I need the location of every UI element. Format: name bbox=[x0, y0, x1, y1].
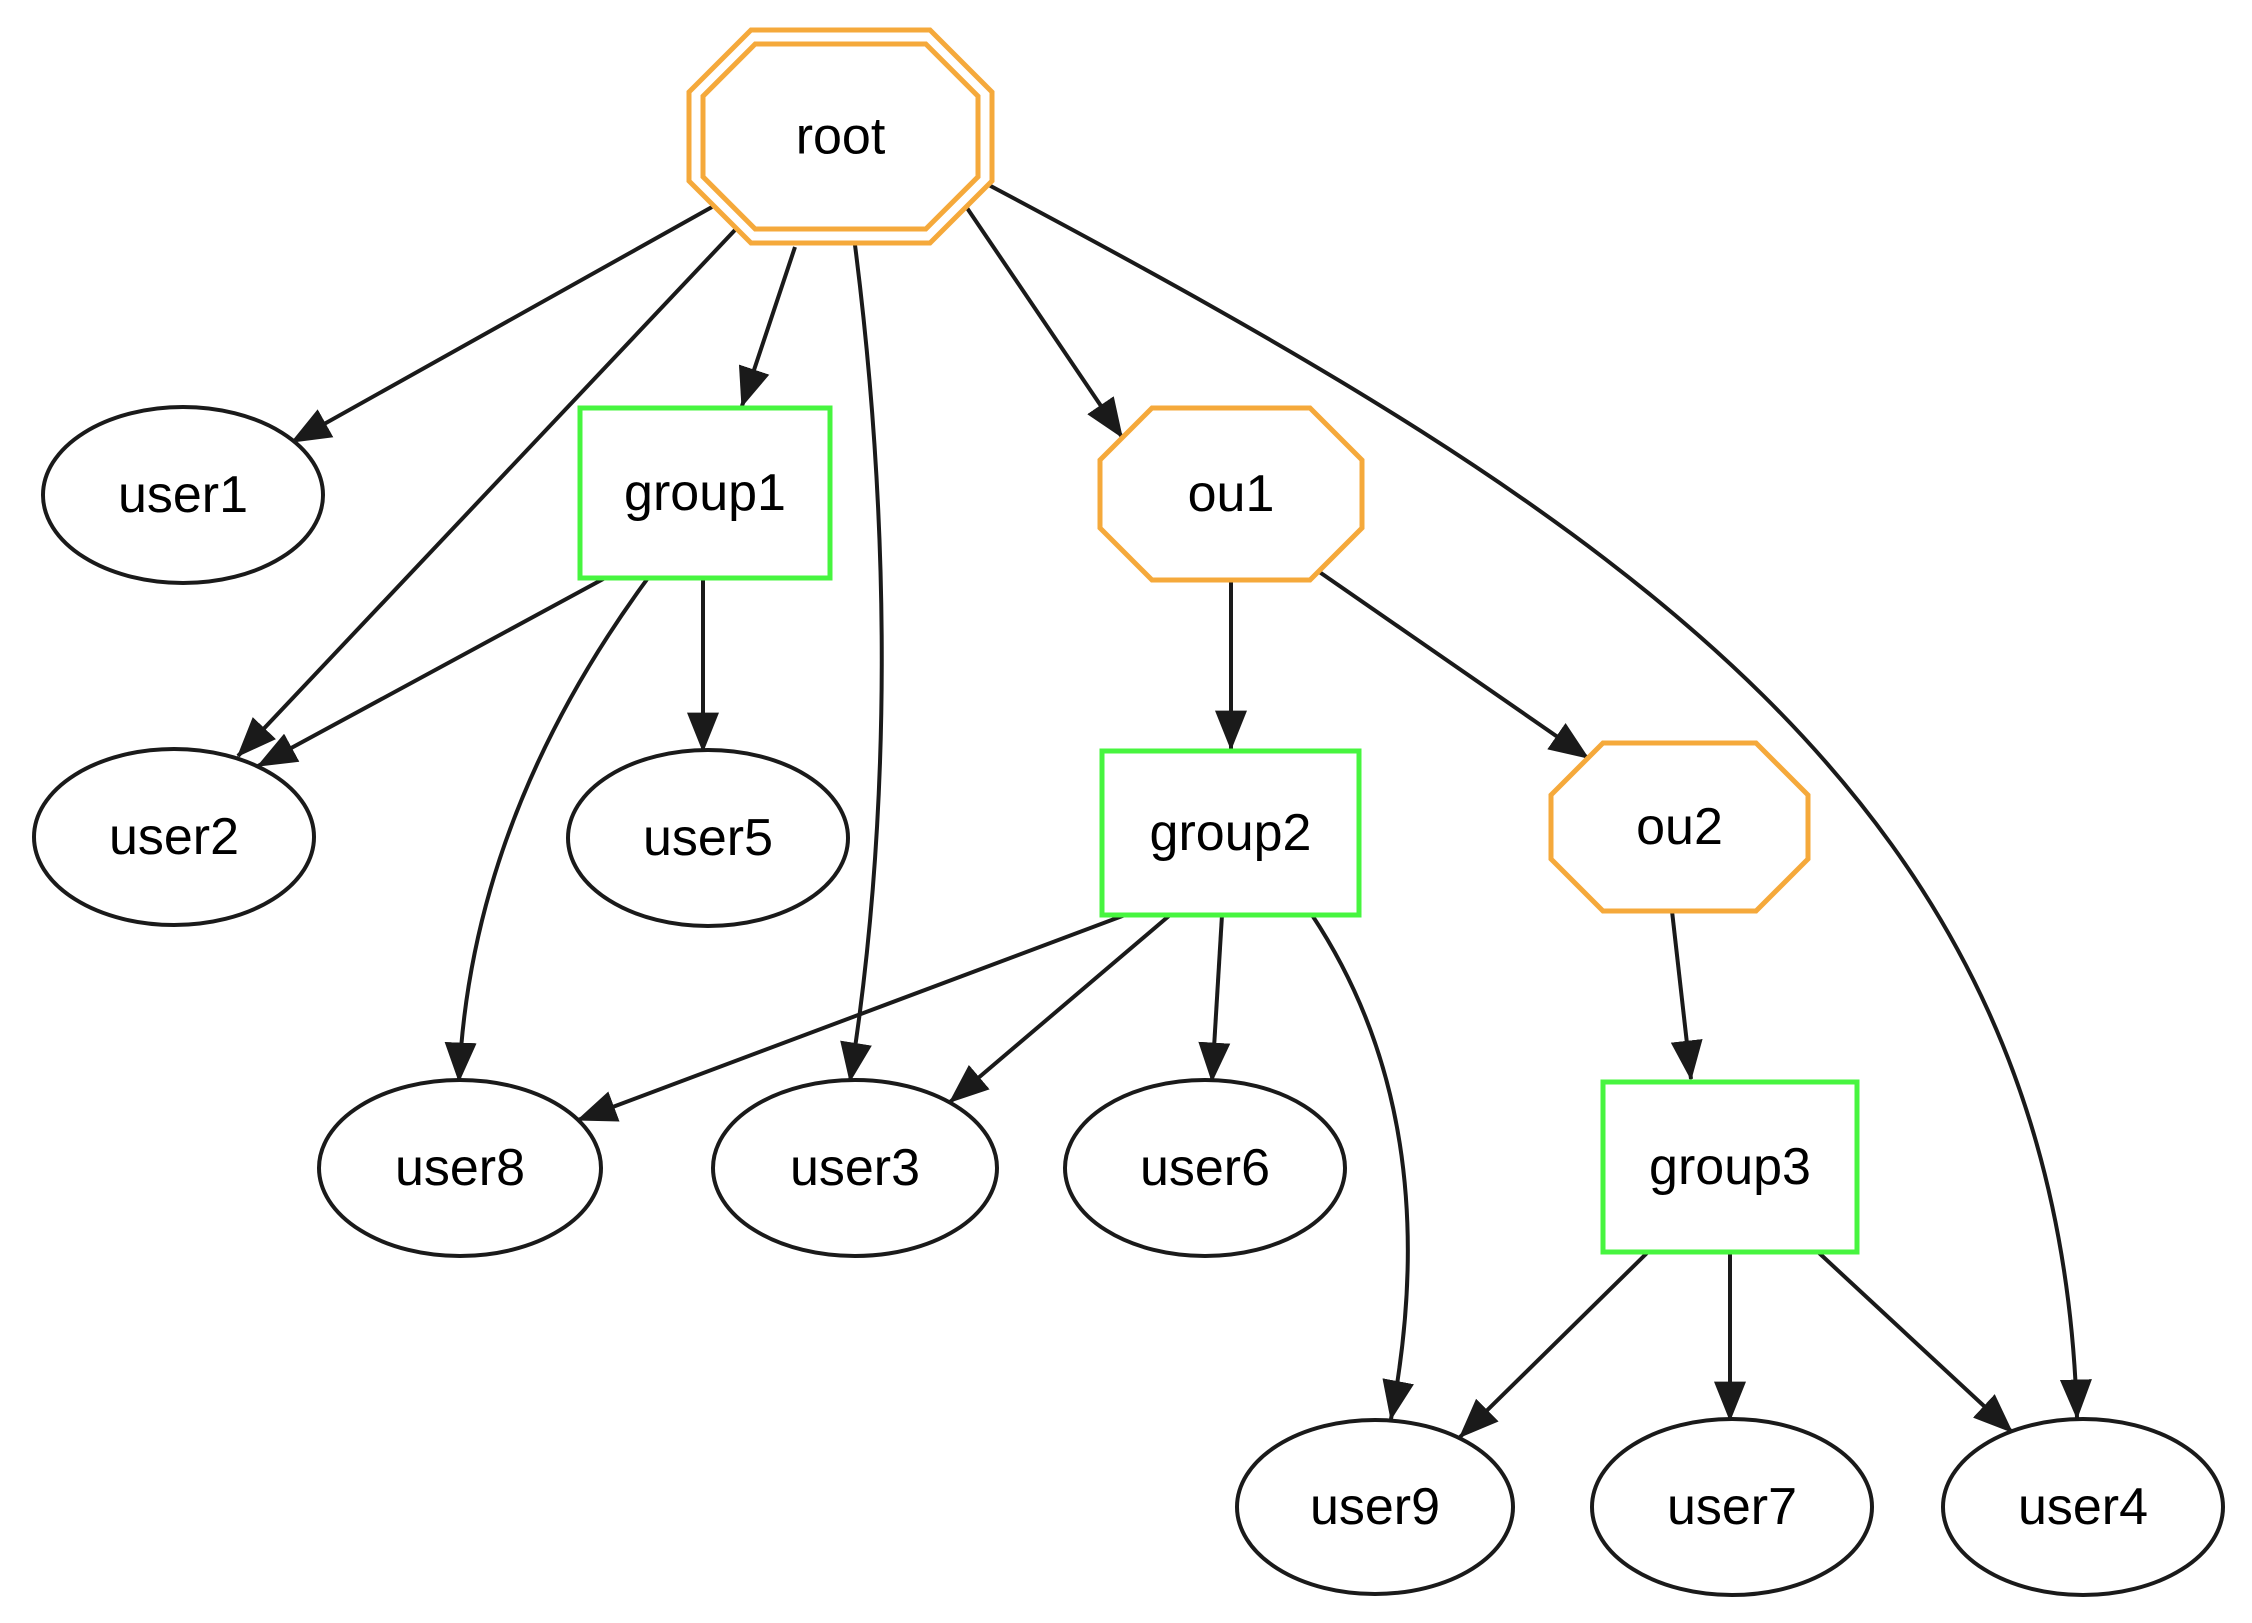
node-user3: user3 bbox=[711, 1078, 999, 1258]
node-label-user9: user9 bbox=[1310, 1478, 1440, 1536]
node-label-ou1: ou1 bbox=[1188, 465, 1275, 523]
node-label-user3: user3 bbox=[790, 1139, 920, 1197]
edge-root-to-user2 bbox=[236, 228, 737, 758]
node-label-group1: group1 bbox=[624, 464, 786, 522]
root-octagon-inner bbox=[700, 41, 981, 232]
node-label-user4: user4 bbox=[2018, 1478, 2148, 1536]
user-ellipse bbox=[1590, 1417, 1874, 1597]
edge-root-to-user3 bbox=[840, 244, 884, 1083]
node-label-group3: group3 bbox=[1649, 1138, 1811, 1196]
node-label-user1: user1 bbox=[118, 466, 248, 524]
node-group1: group1 bbox=[577, 405, 833, 581]
edge-root-to-user1 bbox=[290, 205, 713, 444]
node-group2: group2 bbox=[1099, 748, 1362, 918]
node-user4: user4 bbox=[1941, 1417, 2225, 1597]
node-user1: user1 bbox=[41, 405, 325, 585]
node-label-user7: user7 bbox=[1667, 1478, 1797, 1536]
user-ellipse bbox=[1063, 1078, 1347, 1258]
edge-group1-to-user8 bbox=[444, 576, 650, 1083]
user-ellipse bbox=[317, 1078, 603, 1258]
node-user6: user6 bbox=[1063, 1078, 1347, 1258]
node-user5: user5 bbox=[566, 748, 850, 928]
group-box bbox=[1099, 748, 1362, 918]
node-user7: user7 bbox=[1590, 1417, 1874, 1597]
node-root: root bbox=[686, 27, 995, 246]
ou-octagon bbox=[1548, 740, 1811, 914]
user-ellipse bbox=[711, 1078, 999, 1258]
edge-root-to-user4 bbox=[984, 181, 2092, 1420]
ou-octagon bbox=[1097, 405, 1365, 583]
edge-group1-to-user2 bbox=[256, 576, 606, 768]
node-label-user2: user2 bbox=[109, 808, 239, 866]
node-layer: root user1 group1 ou1 user2 user5 group2 ou2 use… bbox=[32, 27, 2225, 1597]
node-user8: user8 bbox=[317, 1078, 603, 1258]
edge-group3-to-user9 bbox=[1458, 1250, 1650, 1439]
edge-layer bbox=[236, 181, 2092, 1439]
node-user2: user2 bbox=[32, 747, 316, 927]
user-ellipse bbox=[1941, 1417, 2225, 1597]
node-label-user8: user8 bbox=[395, 1139, 525, 1197]
group-box bbox=[1600, 1079, 1860, 1255]
edge-root-to-ou1 bbox=[963, 203, 1124, 439]
edge-ou2-to-group3 bbox=[1670, 910, 1703, 1081]
edge-group2-to-user9 bbox=[1310, 913, 1414, 1421]
node-group3: group3 bbox=[1600, 1079, 1860, 1255]
user-ellipse bbox=[566, 748, 850, 928]
edge-group2-to-user6 bbox=[1198, 914, 1231, 1083]
node-label-group2: group2 bbox=[1150, 804, 1312, 862]
user-ellipse bbox=[41, 405, 325, 585]
user-ellipse bbox=[1235, 1418, 1515, 1596]
node-label-ou2: ou2 bbox=[1636, 798, 1723, 856]
edge-ou1-to-ou2 bbox=[1290, 551, 1590, 760]
node-ou1: ou1 bbox=[1097, 405, 1365, 583]
edge-root-to-group1 bbox=[738, 246, 797, 408]
node-label-root: root bbox=[796, 108, 886, 166]
node-label-user5: user5 bbox=[643, 809, 773, 867]
edge-group2-to-user8 bbox=[576, 913, 1126, 1122]
edge-group2-to-user3 bbox=[948, 913, 1172, 1104]
edge-group3-to-user4 bbox=[1816, 1250, 2014, 1434]
group-box bbox=[577, 405, 833, 581]
root-octagon-outer bbox=[686, 27, 995, 246]
user-ellipse bbox=[32, 747, 316, 927]
node-user9: user9 bbox=[1235, 1418, 1515, 1596]
node-label-user6: user6 bbox=[1140, 1139, 1270, 1197]
node-ou2: ou2 bbox=[1548, 740, 1811, 914]
